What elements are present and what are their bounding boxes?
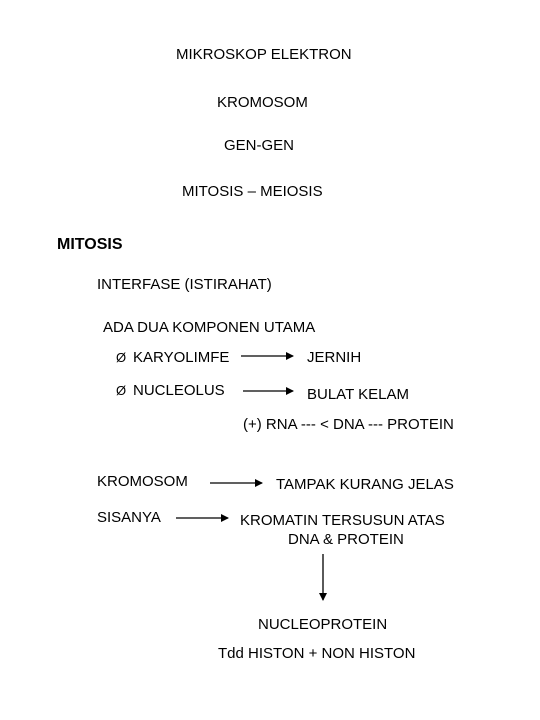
item-result-bulat-kelam: BULAT KELAM — [307, 386, 409, 403]
heading-kromosom: KROMOSOM — [217, 94, 308, 111]
bullet-icon: Ø — [116, 383, 127, 398]
rest-result-line1: KROMATIN TERSUSUN ATAS — [240, 512, 445, 529]
interfase-label: INTERFASE (ISTIRAHAT) — [97, 276, 272, 293]
chromosome-result: TAMPAK KURANG JELAS — [276, 476, 454, 493]
heading-mitosis-meiosis: MITOSIS – MEIOSIS — [182, 183, 323, 200]
heading-mikroskop-elektron: MIKROSKOP ELEKTRON — [176, 46, 352, 63]
final-histon: Tdd HISTON + NON HISTON — [218, 645, 416, 662]
chromosome-label: KROMOSOM — [97, 473, 188, 490]
heading-gen-gen: GEN-GEN — [224, 137, 295, 154]
rest-result-line2: DNA & PROTEIN — [288, 531, 404, 548]
rna-note: (+) RNA --- < DNA --- PROTEIN — [243, 416, 454, 433]
components-title: ADA DUA KOMPONEN UTAMA — [103, 319, 316, 336]
item-label-nucleolus: NUCLEOLUS — [133, 382, 225, 399]
bullet-icon: Ø — [116, 350, 127, 365]
item-label-karyolimfe: KARYOLIMFE — [133, 349, 230, 366]
item-result-jernih: JERNIH — [307, 349, 362, 366]
final-nucleoprotein: NUCLEOPROTEIN — [258, 616, 388, 633]
section-title-mitosis: MITOSIS — [57, 236, 123, 253]
rest-label: SISANYA — [97, 509, 161, 526]
